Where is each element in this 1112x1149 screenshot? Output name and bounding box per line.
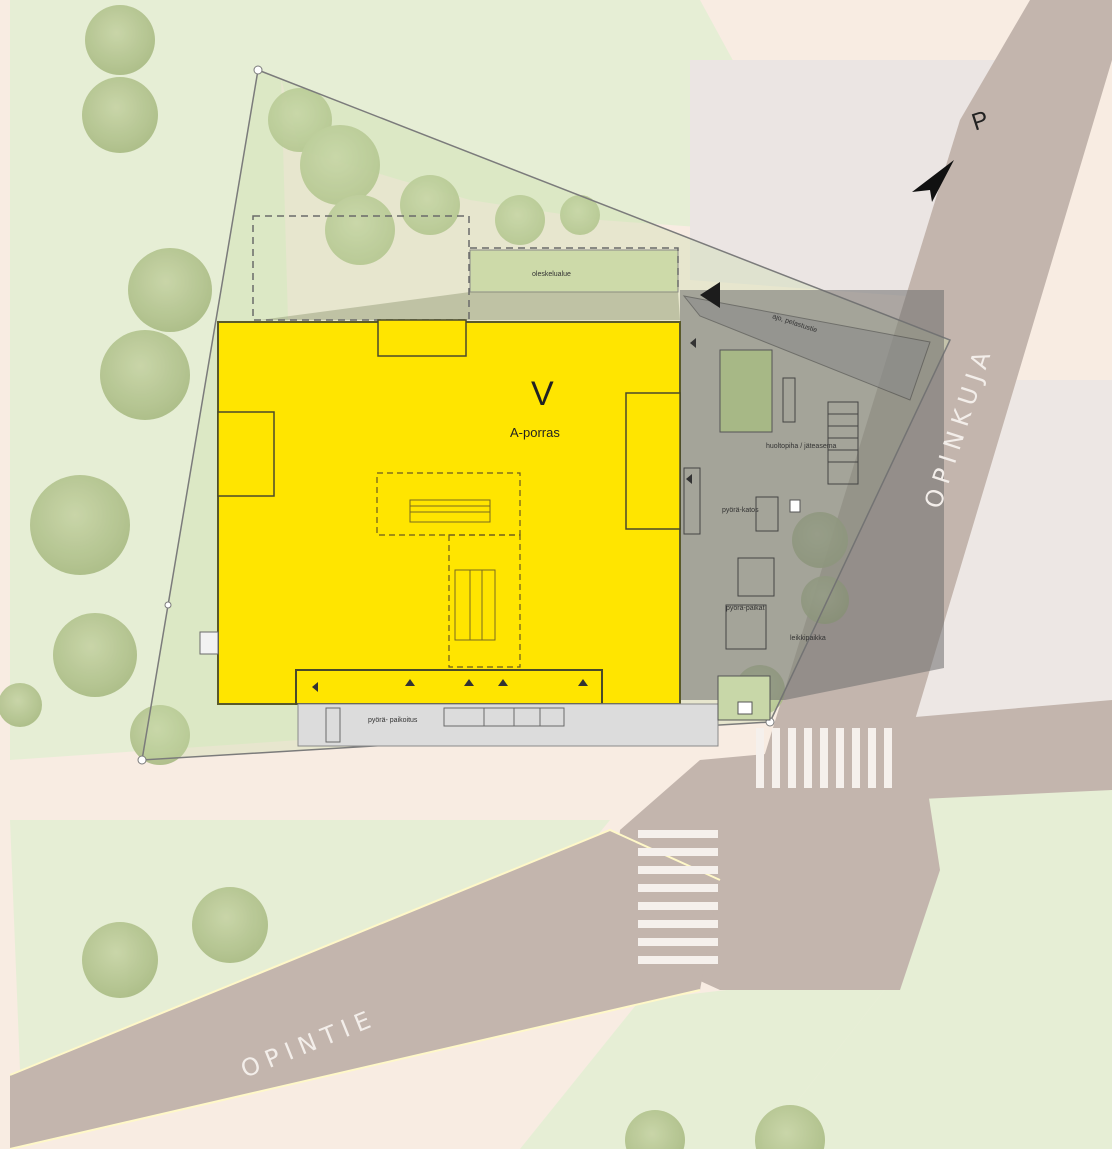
service-green-box bbox=[737, 701, 753, 715]
label-bottom-walk: pyörä- paikoitus bbox=[368, 717, 418, 724]
compass-icon bbox=[912, 160, 954, 202]
side-box-west bbox=[199, 631, 219, 655]
east-road bbox=[880, 700, 1112, 800]
building-core-dashed bbox=[376, 472, 521, 536]
dashed-area-north bbox=[252, 215, 470, 321]
service-bench bbox=[782, 377, 796, 423]
building-core-dashed-2 bbox=[448, 534, 521, 668]
building-floors: A-porras bbox=[510, 425, 560, 440]
compass-label: P bbox=[968, 106, 992, 137]
north-arrow-icon bbox=[912, 160, 954, 202]
small-arrows bbox=[686, 338, 696, 484]
label-parking-left: pyörä-katos bbox=[722, 507, 759, 514]
entrance-markers bbox=[312, 679, 588, 692]
building-bay-top bbox=[377, 319, 467, 357]
dashed-strip-top bbox=[470, 247, 679, 292]
service-green-box-2 bbox=[789, 499, 801, 513]
crosswalk-south bbox=[638, 830, 718, 964]
bike-parking-area bbox=[297, 703, 719, 747]
building-designation: V bbox=[531, 375, 554, 413]
bike-racks bbox=[325, 707, 565, 743]
opintie-road bbox=[10, 830, 720, 1149]
service-stairs bbox=[827, 401, 859, 485]
label-parking-right: pyörä-paikat bbox=[726, 605, 765, 612]
crosswalk-east bbox=[756, 728, 892, 788]
service-green-corner bbox=[717, 675, 771, 721]
green-strip-top bbox=[469, 249, 679, 293]
label-court: leikkipaikka bbox=[790, 635, 826, 642]
sidewalks bbox=[9, 828, 721, 1149]
label-storage: huoltopiha / jäteasema bbox=[766, 443, 837, 450]
stairs-graphic bbox=[409, 499, 496, 641]
building-bay-left bbox=[217, 411, 275, 497]
access-arrow-north bbox=[700, 282, 720, 308]
trees bbox=[0, 5, 849, 1149]
driveway-band bbox=[682, 295, 931, 401]
service-stairs-steps bbox=[828, 413, 858, 463]
service-lawn bbox=[719, 349, 773, 433]
label-top-strip: oleskelualue bbox=[532, 271, 571, 278]
service-box-3 bbox=[725, 604, 767, 650]
service-box-4 bbox=[683, 467, 701, 535]
building-bay-bottom bbox=[295, 669, 603, 705]
service-box-1 bbox=[755, 496, 779, 532]
building-bay-right bbox=[625, 392, 681, 530]
service-box-2 bbox=[737, 557, 775, 597]
shadow-band bbox=[260, 292, 680, 320]
